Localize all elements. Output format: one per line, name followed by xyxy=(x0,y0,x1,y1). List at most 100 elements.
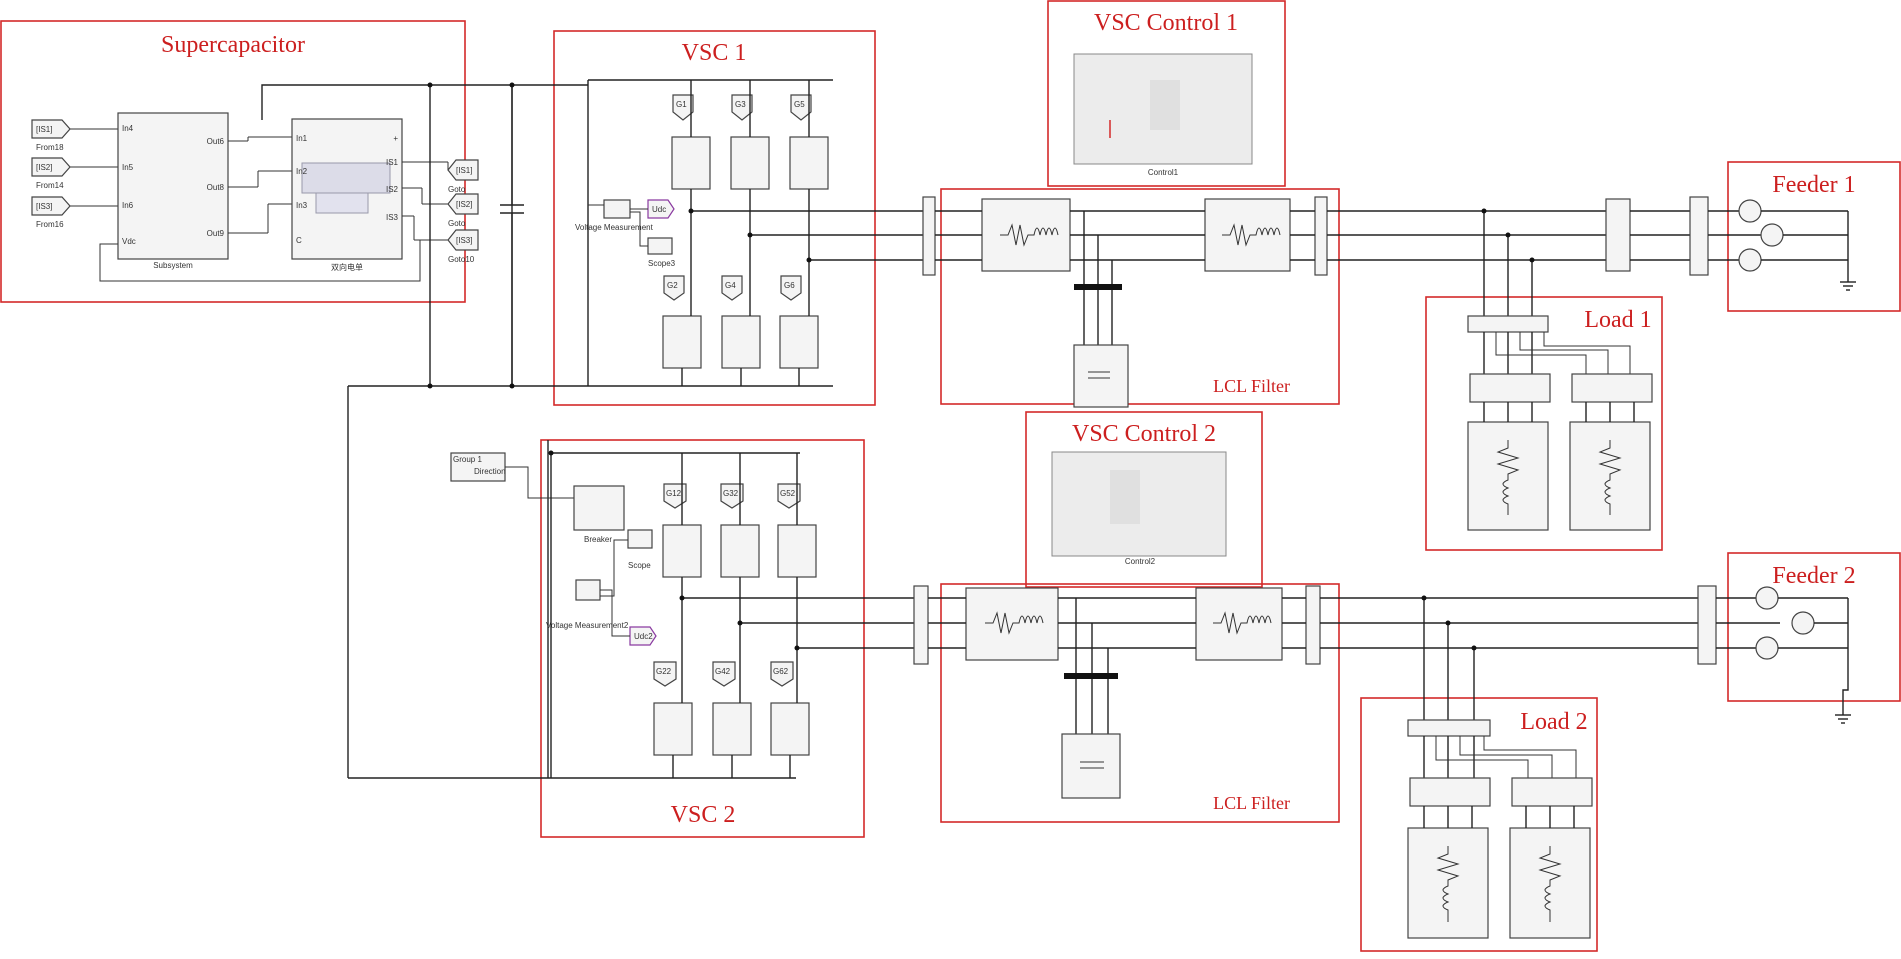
ac-source[interactable] xyxy=(1791,611,1815,635)
load2-region xyxy=(1360,697,1598,952)
bus-bar[interactable] xyxy=(1305,585,1321,665)
control2-block[interactable] xyxy=(1051,451,1227,557)
from-block[interactable]: [IS1] From18 xyxy=(31,119,71,152)
from-block[interactable]: [IS3] From16 xyxy=(31,196,71,229)
gate-tag[interactable]: G3 xyxy=(731,94,753,121)
bus-bar[interactable] xyxy=(913,585,929,665)
switch-block[interactable] xyxy=(1409,777,1491,807)
vsc-control1-region xyxy=(1047,0,1286,187)
breaker2-block[interactable]: Breaker xyxy=(573,485,625,544)
inductor-block[interactable] xyxy=(981,198,1071,272)
svg-text:[IS3]: [IS3] xyxy=(36,202,52,211)
svg-text:From14: From14 xyxy=(36,181,64,190)
gate-tag[interactable]: G5 xyxy=(790,94,812,121)
switch-block[interactable] xyxy=(1571,373,1653,403)
igbt-switch[interactable] xyxy=(770,702,810,756)
bus-bar[interactable] xyxy=(1467,315,1549,333)
svg-text:In5: In5 xyxy=(122,163,134,172)
svg-text:Goto: Goto xyxy=(448,219,466,228)
bus-bar[interactable] xyxy=(922,196,936,276)
breaker-block[interactable] xyxy=(1605,198,1631,272)
gate-tag[interactable]: G62 xyxy=(770,661,794,687)
control1-block[interactable] xyxy=(1073,53,1253,165)
from-blocks: [IS1] From18 [IS2] From14 [IS3] From16 xyxy=(31,119,71,229)
capacitor-block[interactable] xyxy=(1073,344,1129,408)
ac-source[interactable] xyxy=(1755,636,1779,660)
gate-tag[interactable]: G22 xyxy=(653,661,677,687)
gate-tag[interactable]: G1 xyxy=(672,94,694,121)
capacitor-block[interactable] xyxy=(1061,733,1121,799)
ac-source[interactable] xyxy=(1738,199,1762,223)
control2-label: Control2 xyxy=(1125,557,1156,566)
bus-bar[interactable] xyxy=(1689,196,1709,276)
igbt-switch[interactable] xyxy=(777,524,817,578)
igbt-switch[interactable] xyxy=(712,702,752,756)
svg-text:G1: G1 xyxy=(676,100,687,109)
gate-tag[interactable]: G6 xyxy=(780,275,802,301)
converter-label: 双向电单 xyxy=(331,262,363,272)
igbt-switch[interactable] xyxy=(779,315,819,369)
igbt-switch[interactable] xyxy=(720,524,760,578)
vsc1-switches-bottom: G2 G4 G6 xyxy=(662,275,819,369)
vsc-control2-region xyxy=(1025,411,1263,588)
vsc-control2-title: VSC Control 2 xyxy=(1072,421,1216,447)
voltage-measurement2[interactable]: Voltage Measurement2 xyxy=(546,579,629,630)
igbt-switch[interactable] xyxy=(662,524,702,578)
scope-block[interactable]: Scope xyxy=(627,529,653,570)
svg-text:In6: In6 xyxy=(122,201,134,210)
scope3-block[interactable]: Scope3 xyxy=(647,237,676,268)
udc2-tag[interactable]: Udc2 xyxy=(629,626,657,646)
group-block[interactable]: Group 1 Direction xyxy=(450,452,506,482)
igbt-switch[interactable] xyxy=(730,136,770,190)
vsc2-title: VSC 2 xyxy=(671,802,736,828)
ac-source[interactable] xyxy=(1760,223,1784,247)
subsystem-label: Subsystem xyxy=(153,261,193,270)
load2-title: Load 2 xyxy=(1520,709,1587,735)
svg-text:Scope: Scope xyxy=(628,561,651,570)
igbt-switch[interactable] xyxy=(671,136,711,190)
gate-tag[interactable]: G42 xyxy=(712,661,736,687)
svg-text:IS1: IS1 xyxy=(386,158,399,167)
bus-bar[interactable] xyxy=(1314,196,1328,276)
svg-text:G3: G3 xyxy=(735,100,746,109)
feeder1-region xyxy=(1727,161,1901,312)
gate-tag[interactable]: G2 xyxy=(663,275,685,301)
svg-text:C: C xyxy=(296,236,302,245)
svg-text:In1: In1 xyxy=(296,134,308,143)
inductor-block[interactable] xyxy=(1195,587,1283,661)
goto-block[interactable]: [IS1] Goto xyxy=(447,159,479,194)
switch-block[interactable] xyxy=(1511,777,1593,807)
svg-text:G42: G42 xyxy=(715,667,731,676)
igbt-switch[interactable] xyxy=(789,136,829,190)
igbt-switch[interactable] xyxy=(653,702,693,756)
svg-text:IS2: IS2 xyxy=(386,185,399,194)
bidirectional-converter-block[interactable]: In1 In2 In3 C + IS1 IS2 IS3 xyxy=(291,118,403,260)
goto-block[interactable]: [IS3] Goto10 xyxy=(447,229,479,264)
svg-text:[IS2]: [IS2] xyxy=(36,163,52,172)
svg-text:[IS1]: [IS1] xyxy=(456,166,472,175)
ac-source[interactable] xyxy=(1755,586,1779,610)
inductor-block[interactable] xyxy=(1204,198,1291,272)
goto-block[interactable]: [IS2] Goto xyxy=(447,193,479,228)
bus-bar[interactable] xyxy=(1407,719,1491,737)
igbt-switch[interactable] xyxy=(662,315,702,369)
ac-source[interactable] xyxy=(1738,248,1762,272)
igbt-switch[interactable] xyxy=(721,315,761,369)
vsc1-region xyxy=(553,30,876,406)
svg-text:Out6: Out6 xyxy=(207,137,225,146)
svg-text:[IS1]: [IS1] xyxy=(36,125,52,134)
udc-tag[interactable]: Udc xyxy=(647,199,675,219)
switch-block[interactable] xyxy=(1469,373,1551,403)
voltage-measurement1[interactable]: Voltage Measurement xyxy=(575,199,654,232)
svg-text:Group 1: Group 1 xyxy=(453,455,482,464)
lcl-filter1-title: LCL Filter xyxy=(1213,376,1290,396)
bus-bar[interactable] xyxy=(1697,585,1717,665)
from-block[interactable]: [IS2] From14 xyxy=(31,157,71,190)
gate-tag[interactable]: G4 xyxy=(721,275,743,301)
lcl-filter2-title: LCL Filter xyxy=(1213,793,1290,813)
subsystem-block[interactable]: In4 In5 In6 Vdc Out6 Out8 Out9 xyxy=(117,112,229,260)
svg-text:Direction: Direction xyxy=(474,467,506,476)
inductor-block[interactable] xyxy=(965,587,1059,661)
svg-text:Voltage Measurement: Voltage Measurement xyxy=(575,223,654,232)
